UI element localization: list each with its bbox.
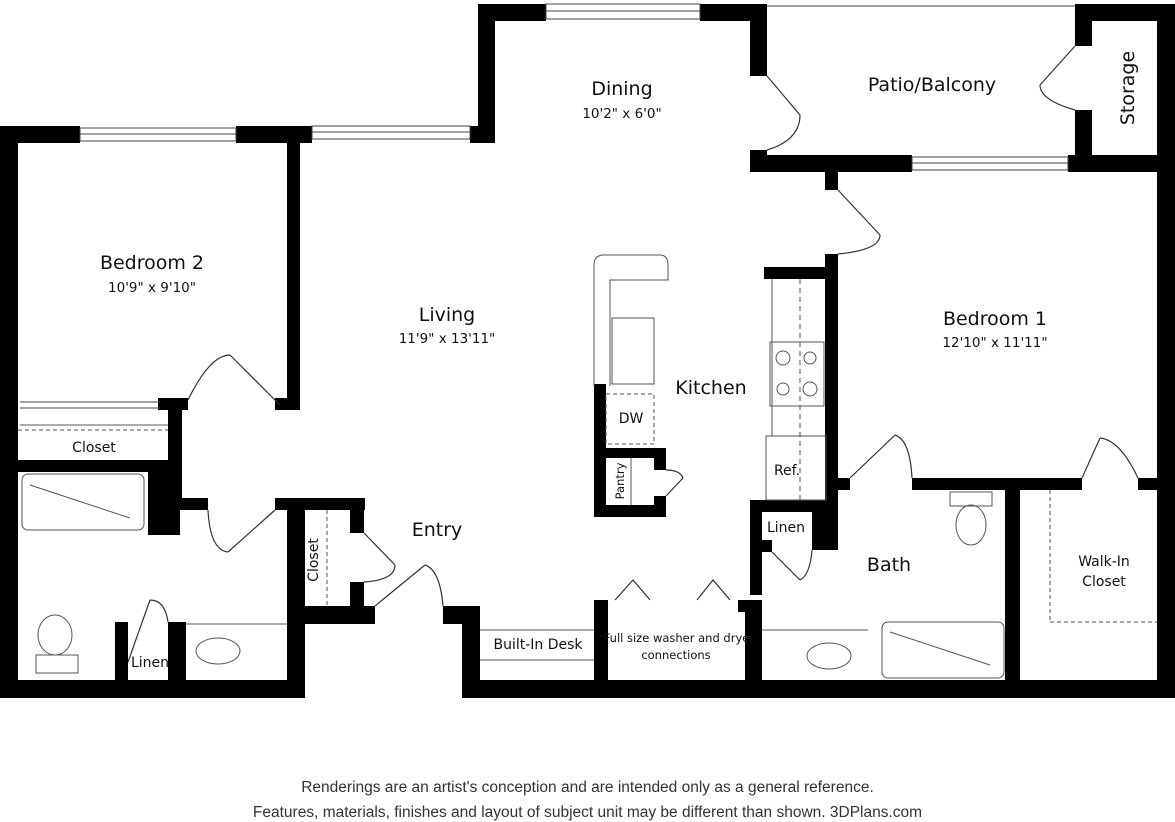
closet-entry-label: Closet [306,538,322,582]
dishwasher-label: DW [619,411,644,427]
dining-dims: 10'2" x 6'0" [582,106,661,122]
doors [127,45,1139,663]
closet-bedroom2-label: Closet [72,440,116,456]
entry-label: Entry [412,519,463,541]
walkin-closet-label-1: Walk-In [1078,554,1130,570]
linen-left-label: Linen [131,655,169,671]
disclaimer-line-1: Renderings are an artist's conception an… [301,779,874,796]
refrigerator-label: Ref. [774,463,800,479]
walls [0,4,1175,698]
fixtures [18,254,1157,679]
built-in-desk-label: Built-In Desk [493,637,583,653]
storage-label: Storage [1117,51,1139,125]
kitchen-label: Kitchen [675,377,746,399]
windows [20,3,1075,409]
bedroom2-dims: 10'9" x 9'10" [108,280,196,296]
bedroom2-label: Bedroom 2 [100,252,204,274]
room-labels: Dining 10'2" x 6'0" Patio/Balcony Storag… [72,51,1139,671]
dining-label: Dining [591,78,652,100]
walkin-closet-label-2: Closet [1082,574,1126,590]
living-dims: 11'9" x 13'11" [399,331,496,347]
bedroom1-label: Bedroom 1 [943,308,1047,330]
laundry-note-line1: *Full size washer and dryer [598,631,754,645]
disclaimer-line-2: Features, materials, finishes and layout… [252,804,923,821]
linen-right-label: Linen [767,520,805,536]
living-label: Living [419,304,476,326]
pantry-label: Pantry [613,462,627,499]
patio-label: Patio/Balcony [868,74,996,96]
bath-label: Bath [867,554,911,576]
bedroom1-dims: 12'10" x 11'11" [942,335,1047,351]
laundry-note-line2: connections [641,648,710,662]
